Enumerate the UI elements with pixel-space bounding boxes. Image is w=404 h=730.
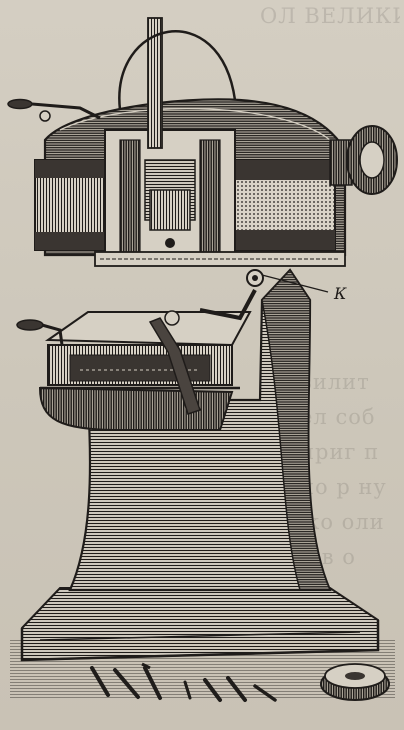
bleed-through-line: приг п [300, 440, 380, 464]
right-housing [234, 159, 336, 251]
bleed-through-line: ОЛ ВЕЛИКИЙ [260, 4, 400, 28]
bleed-through-line: по р ну [300, 475, 387, 499]
callout-leader [261, 274, 329, 293]
left-housing [34, 159, 106, 251]
bleed-through-line: ел соб [300, 405, 376, 429]
work-table [44, 311, 252, 386]
table-crank-handle [16, 319, 64, 346]
pedestal-base [20, 587, 380, 662]
table-bracket [38, 386, 240, 431]
bleed-through-line: вилит [300, 370, 370, 394]
spindle-rod [118, 17, 237, 149]
upper-rail [94, 251, 346, 267]
floor-gear [320, 663, 390, 701]
top-crank-handle [7, 98, 101, 122]
spindle-carriage [104, 129, 236, 261]
floor-tools [90, 662, 277, 702]
handwheel [329, 125, 398, 195]
callout-label-k: К [334, 284, 347, 303]
feed-lever [148, 269, 264, 415]
